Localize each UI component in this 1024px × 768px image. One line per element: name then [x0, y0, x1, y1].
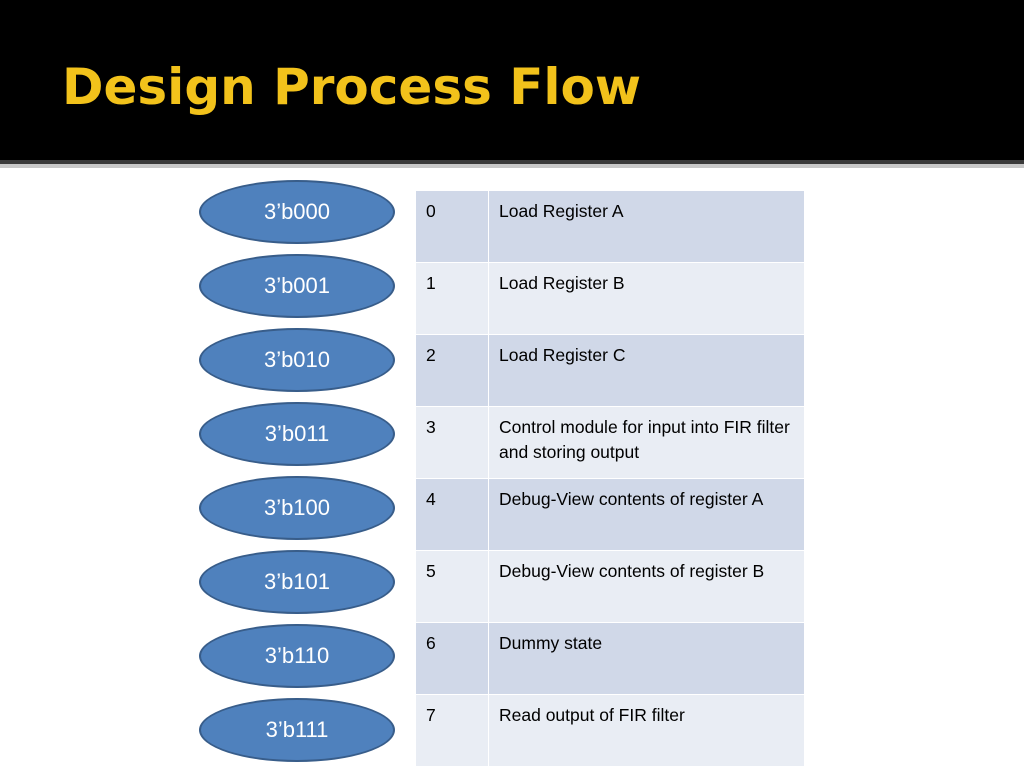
table-row: 7 Read output of FIR filter [415, 694, 805, 767]
state-description: Debug-View contents of register B [488, 550, 805, 623]
state-description: Load Register B [488, 262, 805, 335]
state-ellipse-2: 3’b010 [199, 328, 395, 392]
state-number: 5 [415, 550, 489, 623]
table-row: 6 Dummy state [415, 622, 805, 695]
state-ellipse-0: 3’b000 [199, 180, 395, 244]
table-row: 3 Control module for input into FIR filt… [415, 406, 805, 479]
table-row: 4 Debug-View contents of register A [415, 478, 805, 551]
header-divider [0, 160, 1024, 164]
state-number: 2 [415, 334, 489, 407]
state-number: 1 [415, 262, 489, 335]
state-description: Load Register A [488, 190, 805, 263]
state-description: Control module for input into FIR filter… [488, 406, 805, 479]
table-row: 0 Load Register A [415, 190, 805, 263]
slide-title: Design Process Flow [62, 58, 642, 116]
state-number: 4 [415, 478, 489, 551]
table-row: 5 Debug-View contents of register B [415, 550, 805, 623]
title-bar: Design Process Flow [0, 0, 1024, 160]
table-row: 1 Load Register B [415, 262, 805, 335]
state-table: 0 Load Register A 1 Load Register B 2 Lo… [415, 190, 805, 767]
state-number: 0 [415, 190, 489, 263]
state-ellipses: 3’b000 3’b001 3’b010 3’b011 3’b100 3’b10… [199, 180, 399, 768]
state-number: 7 [415, 694, 489, 767]
state-ellipse-4: 3’b100 [199, 476, 395, 540]
state-description: Debug-View contents of register A [488, 478, 805, 551]
state-ellipse-5: 3’b101 [199, 550, 395, 614]
state-description: Load Register C [488, 334, 805, 407]
header-divider-shadow [0, 164, 1024, 168]
state-number: 6 [415, 622, 489, 695]
table-row: 2 Load Register C [415, 334, 805, 407]
state-ellipse-3: 3’b011 [199, 402, 395, 466]
state-description: Dummy state [488, 622, 805, 695]
state-ellipse-7: 3’b111 [199, 698, 395, 762]
state-ellipse-6: 3’b110 [199, 624, 395, 688]
state-ellipse-1: 3’b001 [199, 254, 395, 318]
state-description: Read output of FIR filter [488, 694, 805, 767]
state-number: 3 [415, 406, 489, 479]
